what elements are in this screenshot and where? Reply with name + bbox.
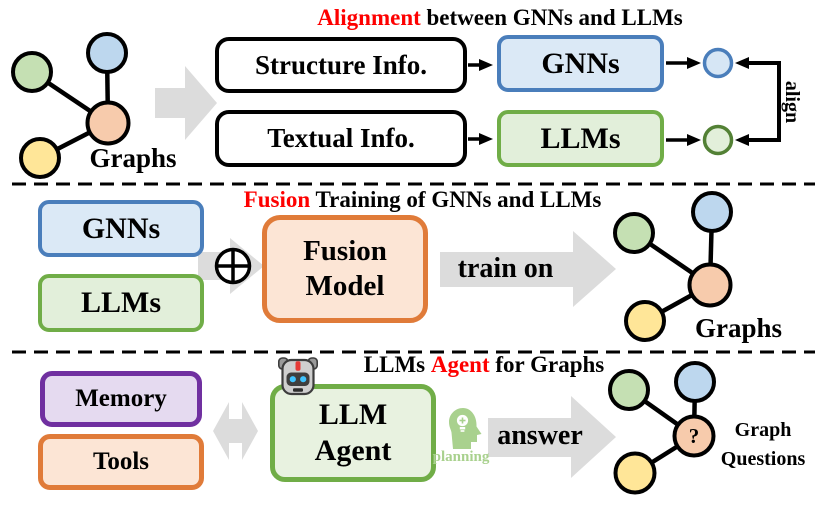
block-arrow-answer [488, 396, 616, 478]
graph-node-blue [86, 32, 128, 74]
graph-node-yellow [19, 137, 61, 179]
gnns-label: GNNs [81, 211, 161, 245]
agent-title-pre: LLMs [363, 352, 431, 377]
agent-title-rest: for Graphs [489, 352, 605, 377]
align-label: align [781, 80, 804, 124]
graph-node-green [608, 369, 650, 411]
memory-label: Memory [75, 385, 167, 412]
graph-node-question [672, 414, 716, 458]
robot-icon [278, 357, 318, 396]
planning-label: planning [432, 448, 490, 465]
llm-agent-line2: Agent [314, 434, 392, 467]
structure-info-box: Structure Info. [215, 37, 467, 93]
llms-box-fusion: LLMs [38, 274, 204, 332]
gnns-label: GNNs [541, 46, 620, 80]
embedding-circle-green [702, 124, 734, 156]
answer-label: answer [497, 420, 583, 451]
embedding-circle-blue [702, 47, 734, 79]
textual-info-box: Textual Info. [215, 110, 467, 167]
fusion-title-rest: Training of GNNs and LLMs [310, 187, 602, 212]
input-graph [11, 32, 131, 179]
circled-plus-icon [214, 247, 252, 285]
graph-node-green [613, 212, 655, 254]
textual-info-label: Textual Info. [267, 123, 415, 153]
fusion-section-title: Fusion Training of GNNs and LLMs [160, 186, 685, 214]
graph-node-orange [85, 100, 131, 146]
graph-node-yellow [613, 451, 657, 495]
question-graph [608, 361, 716, 495]
graph-node-green [11, 51, 53, 93]
graph-questions-line1: Graph [734, 419, 792, 441]
planning-head-icon [449, 408, 482, 449]
block-arrow-right-icon [155, 66, 217, 140]
fusion-model-line2: Model [305, 270, 385, 302]
fusion-title-highlight: Fusion [243, 187, 311, 212]
graph-node-blue [674, 361, 716, 403]
tools-box: Tools [38, 434, 204, 490]
llms-label: LLMs [80, 286, 161, 319]
agent-section-title: LLMs Agent for Graphs [284, 351, 684, 379]
align-bracket [735, 57, 781, 146]
graph-questions-line2: Questions [720, 448, 806, 470]
gnns-box-top: GNNs [497, 35, 664, 92]
graph-questions-label: Graph Questions [713, 417, 813, 473]
tools-label: Tools [92, 448, 150, 475]
fusion-model-box: Fusion Model [262, 215, 428, 323]
llm-agent-line1: LLM [318, 398, 388, 431]
graphs-label-fusion: Graphs [694, 312, 783, 343]
question-mark-label: ? [688, 423, 700, 448]
agent-title-highlight: Agent [430, 352, 490, 377]
alignment-title-rest: between GNNs and LLMs [420, 5, 683, 30]
llms-box-top: LLMs [497, 110, 664, 167]
gnns-box-fusion: GNNs [38, 200, 204, 257]
graph-node-blue [691, 191, 733, 233]
fusion-model-line1: Fusion [303, 235, 387, 268]
alignment-section-title: Alignment between GNNs and LLMs [250, 4, 750, 32]
llm-agent-box: LLM Agent [270, 384, 436, 482]
trained-graph [613, 191, 733, 342]
block-arrow-train-on [440, 231, 616, 307]
memory-box: Memory [40, 371, 202, 427]
graph-node-orange [687, 262, 733, 308]
structure-info-label: Structure Info. [255, 49, 427, 80]
double-arrow-icon [213, 402, 258, 460]
alignment-title-highlight: Alignment [317, 5, 421, 30]
graphs-label-top: Graphs [89, 142, 177, 173]
graph-node-yellow [624, 300, 666, 342]
llms-label: LLMs [540, 121, 621, 155]
train-on-label: train on [457, 253, 554, 284]
